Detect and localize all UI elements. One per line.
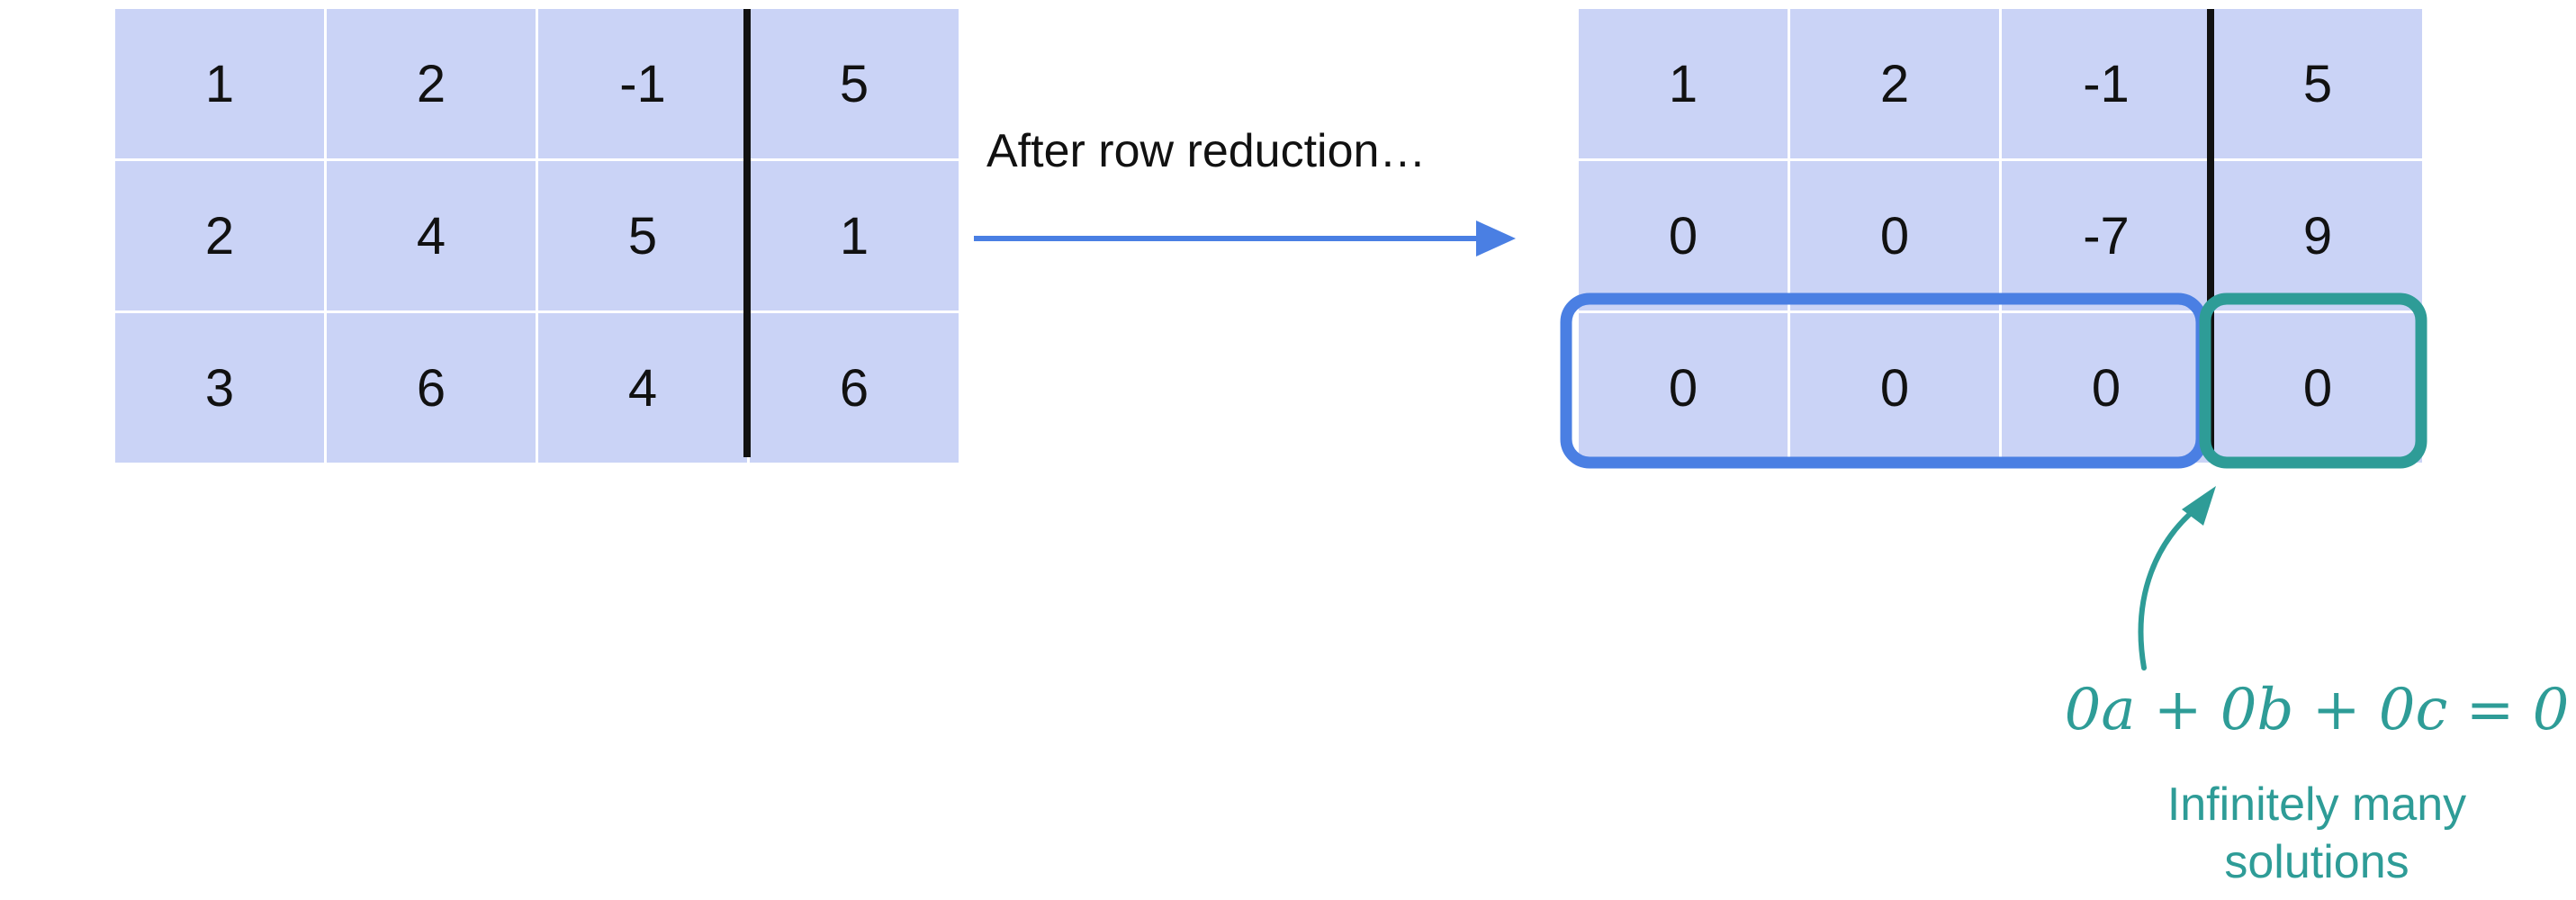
augment-divider xyxy=(743,9,751,457)
matrix-cell: -7 xyxy=(2002,161,2211,310)
caption-line: Infinitely many xyxy=(2166,778,2467,831)
matrix-cell: 3 xyxy=(115,313,324,463)
original-augmented-matrix: 1 2 -1 5 2 4 5 1 3 6 4 6 xyxy=(115,9,959,463)
matrix-cell: -1 xyxy=(2002,9,2211,158)
matrix-cell: 5 xyxy=(750,9,959,158)
constant-zero-highlight xyxy=(2199,292,2427,469)
matrix-cell: 2 xyxy=(1790,9,1999,158)
matrix-cell: 4 xyxy=(327,161,536,310)
matrix-cell: 9 xyxy=(2213,161,2422,310)
coefficients-zero-row-highlight xyxy=(1560,292,2208,469)
matrix-cell: 0 xyxy=(1790,313,1999,463)
matrix-cell: -1 xyxy=(538,9,747,158)
matrix-cell: 2 xyxy=(115,161,324,310)
matrix-cell: 1 xyxy=(115,9,324,158)
matrix-cell: 6 xyxy=(327,313,536,463)
matrix-cell: 1 xyxy=(750,161,959,310)
matrix-cell: 0 xyxy=(2002,313,2211,463)
matrix-cell: 6 xyxy=(750,313,959,463)
matrix-cell: 0 xyxy=(1790,161,1999,310)
matrix-cell: 4 xyxy=(538,313,747,463)
matrix-cell: 0 xyxy=(1579,313,1788,463)
matrix-cell: 2 xyxy=(327,9,536,158)
reduced-augmented-matrix: 1 2 -1 5 0 0 -7 9 0 0 0 0 xyxy=(1579,9,2422,463)
annotation-equation: 0a + 0b + 0c = 0 xyxy=(2064,677,2570,743)
matrix-cell: 0 xyxy=(1579,161,1788,310)
matrix-cell: 5 xyxy=(538,161,747,310)
arrow-label: After row reduction… xyxy=(986,125,1427,177)
right-arrow-icon xyxy=(974,220,1516,256)
caption-line: solutions xyxy=(2224,836,2409,888)
matrix-cell: 1 xyxy=(1579,9,1788,158)
curved-pointer-arrow-icon xyxy=(2138,486,2216,670)
annotation-caption: Infinitely many solutions xyxy=(2056,776,2576,891)
matrix-cell: 5 xyxy=(2213,9,2422,158)
matrix-cell: 0 xyxy=(2213,313,2422,463)
augment-divider xyxy=(2207,9,2214,457)
